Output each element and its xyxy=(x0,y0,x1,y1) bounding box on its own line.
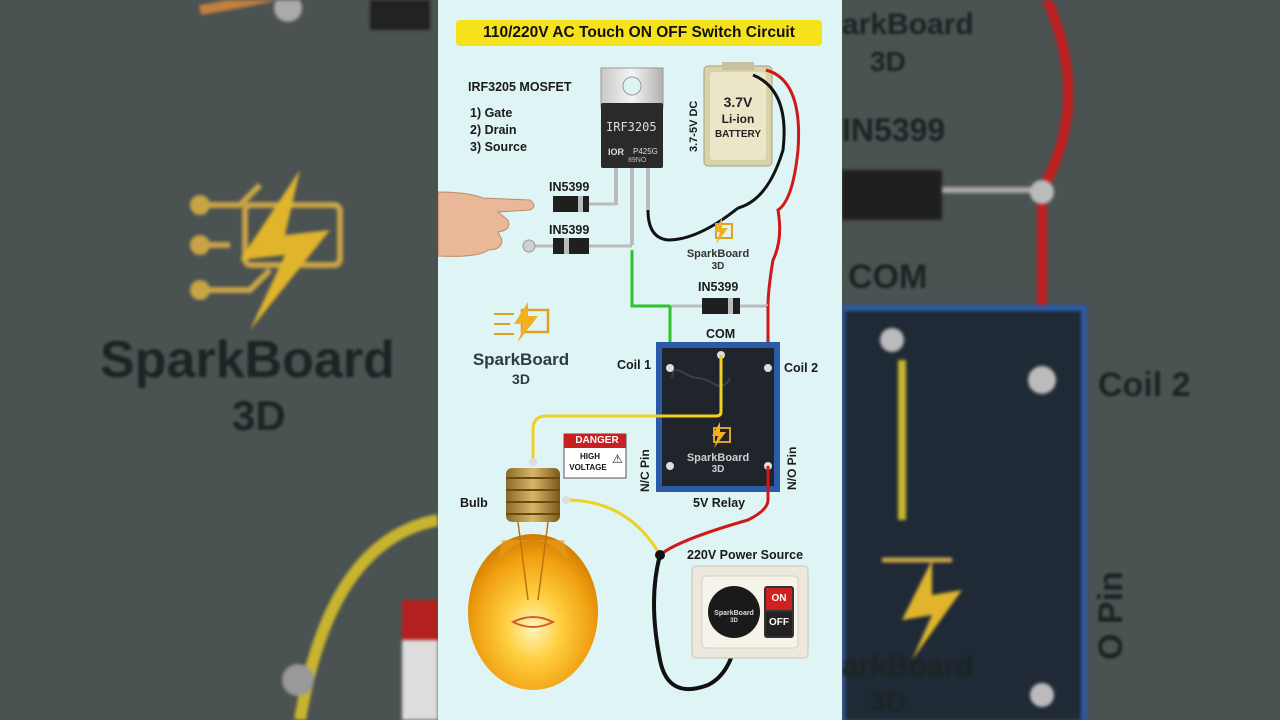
power-off-label: OFF xyxy=(769,617,789,628)
brand-relay-name: SparkBoard xyxy=(686,452,750,464)
diode-3-label: IN5399 xyxy=(698,280,739,294)
relay-no-label: N/O Pin xyxy=(785,446,799,490)
mosfet-code-text: P425G xyxy=(633,147,658,156)
mosfet xyxy=(600,67,664,245)
brand-logo-main xyxy=(494,302,550,342)
brand-relay-sub: 3D xyxy=(711,464,725,475)
battery-side-label: 3.7-5V DC xyxy=(688,100,700,152)
brand-small-top-name: SparkBoard xyxy=(686,248,750,260)
bg-left-brand: SparkBoard xyxy=(100,331,395,389)
bg-right-sub-bottom: 3D xyxy=(870,686,906,717)
bg-left-sub: 3D xyxy=(232,392,286,439)
diode-2-label: IN5399 xyxy=(549,223,590,237)
background-left: SparkBoard 3D xyxy=(0,0,438,720)
mosfet-logo-text: IOR xyxy=(608,147,625,157)
diode-1 xyxy=(553,196,589,212)
danger-heading: DANGER xyxy=(575,435,619,446)
relay-nc-label: N/C Pin xyxy=(638,449,652,492)
relay-name-label: 5V Relay xyxy=(693,496,746,510)
bg-right-pin: O Pin xyxy=(1092,571,1130,660)
bg-right-sub-top: 3D xyxy=(870,46,906,77)
diagram-title: 110/220V AC Touch ON OFF Switch Circuit xyxy=(456,20,822,46)
hand xyxy=(438,191,535,257)
mosfet-heading: IRF3205 MOSFET xyxy=(468,80,572,94)
mosfet-sub-code: 89NO xyxy=(628,157,647,164)
danger-sign xyxy=(563,433,627,479)
brand-main-name: SparkBoard xyxy=(472,350,570,369)
plug-brand-sub: 3D xyxy=(730,618,738,624)
diode-3 xyxy=(702,298,740,314)
relay-coil2-label: Coil 2 xyxy=(784,361,819,375)
diagram-panel: 110/220V AC Touch ON OFF Switch Circuit xyxy=(438,0,842,720)
bg-right-brand-top: arkBoard xyxy=(842,8,974,41)
mosfet-pin-gate: 1) Gate xyxy=(470,106,513,120)
power-on-label: ON xyxy=(771,593,787,604)
plug-brand-name: SparkBoard xyxy=(714,610,754,617)
background-right: arkBoard 3D IN5399 COM Coil 2 arkBoard 3… xyxy=(842,0,1280,720)
diode-2 xyxy=(553,238,589,254)
power-source-label: 220V Power Source xyxy=(687,548,804,562)
danger-line1: HIGH xyxy=(580,452,600,461)
mosfet-body-text: IRF3205 xyxy=(606,120,657,134)
brand-logo-small-top xyxy=(714,218,733,244)
danger-bolt-icon: ⚠ xyxy=(612,452,623,466)
bg-right-brand-bottom: arkBoard xyxy=(842,650,974,683)
relay-com-label: COM xyxy=(706,327,736,341)
bulb xyxy=(468,458,598,690)
bg-right-coil: Coil 2 xyxy=(1098,366,1191,404)
battery-line2: Li-ion xyxy=(721,112,755,126)
battery xyxy=(703,62,773,167)
mosfet-pin-source: 3) Source xyxy=(470,140,527,154)
circuit-drawing xyxy=(438,62,809,691)
battery-line1: 3.7V xyxy=(723,94,753,110)
relay-coil1-label: Coil 1 xyxy=(617,358,652,372)
brand-small-top-sub: 3D xyxy=(711,261,725,272)
brand-logo-relay xyxy=(712,422,731,448)
bg-right-com: COM xyxy=(848,258,928,296)
brand-main-sub: 3D xyxy=(512,371,530,387)
power-socket xyxy=(691,565,809,659)
mosfet-pin-drain: 2) Drain xyxy=(470,123,517,137)
danger-line2: VOLTAGE xyxy=(569,463,607,472)
battery-line3: BATTERY xyxy=(714,129,762,140)
bulb-label: Bulb xyxy=(460,496,488,510)
bg-right-diode: IN5399 xyxy=(842,112,946,148)
diode-1-label: IN5399 xyxy=(549,180,590,194)
